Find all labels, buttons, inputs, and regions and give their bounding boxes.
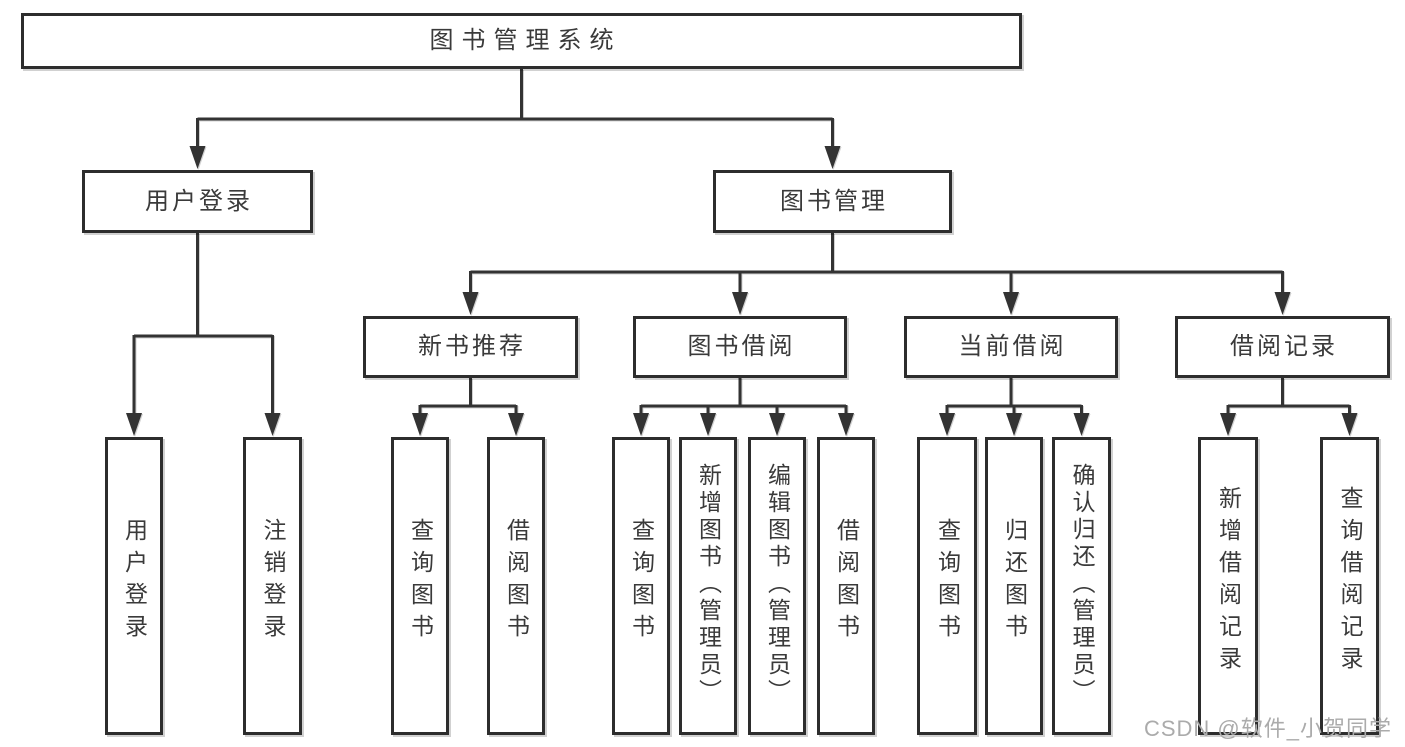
diagram-node-leaf-borrow-book-2: 借阅图书 bbox=[817, 437, 875, 735]
diagram-node-leaf-return-book: 归还图书 bbox=[985, 437, 1043, 735]
diagram-node-current-borrow: 当前借阅 bbox=[904, 316, 1118, 378]
diagram-node-leaf-query-borrow-record: 查询借阅记录 bbox=[1320, 437, 1379, 735]
diagram-node-new-book-recommend: 新书推荐 bbox=[363, 316, 578, 378]
diagram-node-label: 确认归还（管理员） bbox=[1069, 462, 1095, 706]
diagram-node-label: 用户登录 bbox=[145, 187, 253, 215]
diagram-node-root: 图书管理系统 bbox=[21, 13, 1022, 69]
diagram-node-label: 查询图书 bbox=[407, 517, 434, 646]
diagram-node-user-login: 用户登录 bbox=[82, 170, 313, 233]
diagram-node-label: 借阅记录 bbox=[1230, 333, 1338, 360]
diagram-node-book-borrow: 图书借阅 bbox=[633, 316, 847, 378]
diagram-node-label: 查询借阅记录 bbox=[1337, 485, 1363, 678]
diagram-node-leaf-add-borrow-record: 新增借阅记录 bbox=[1198, 437, 1258, 735]
diagram-node-label: 图书借阅 bbox=[687, 333, 796, 360]
diagram-node-label: 新书推荐 bbox=[418, 333, 526, 360]
diagram-node-leaf-confirm-return: 确认归还（管理员） bbox=[1052, 437, 1111, 735]
diagram-node-label: 图书管理系统 bbox=[429, 27, 622, 54]
diagram-node-label: 编辑图书（管理员） bbox=[764, 462, 791, 706]
diagram-node-label: 注销登录 bbox=[260, 517, 286, 646]
diagram-node-book-mgmt: 图书管理 bbox=[713, 170, 952, 233]
diagram-node-leaf-query-book-2: 查询图书 bbox=[612, 437, 670, 735]
diagram-node-label: 查询图书 bbox=[934, 517, 961, 646]
diagram-node-label: 图书管理 bbox=[780, 187, 888, 215]
diagram-node-label: 新增借阅记录 bbox=[1215, 485, 1242, 678]
diagram-node-label: 查询图书 bbox=[628, 517, 655, 646]
diagram-node-label: 用户登录 bbox=[121, 517, 148, 646]
diagram-node-leaf-query-book-1: 查询图书 bbox=[391, 437, 449, 735]
diagram-node-label: 借阅图书 bbox=[503, 517, 530, 646]
diagram-node-leaf-borrow-book-1: 借阅图书 bbox=[487, 437, 545, 735]
diagram-node-leaf-logout: 注销登录 bbox=[243, 437, 302, 735]
diagram-node-leaf-edit-book: 编辑图书（管理员） bbox=[748, 437, 806, 735]
diagram-node-label: 当前借阅 bbox=[958, 333, 1067, 360]
diagram-node-leaf-query-book-3: 查询图书 bbox=[917, 437, 977, 735]
diagram-node-borrow-record: 借阅记录 bbox=[1175, 316, 1390, 378]
diagram-node-leaf-add-book: 新增图书（管理员） bbox=[679, 437, 737, 735]
diagram-node-leaf-user-login: 用户登录 bbox=[105, 437, 163, 735]
diagram-node-label: 借阅图书 bbox=[833, 517, 860, 646]
diagram-node-label: 归还图书 bbox=[1001, 517, 1028, 646]
diagram-node-label: 新增图书（管理员） bbox=[695, 462, 722, 706]
